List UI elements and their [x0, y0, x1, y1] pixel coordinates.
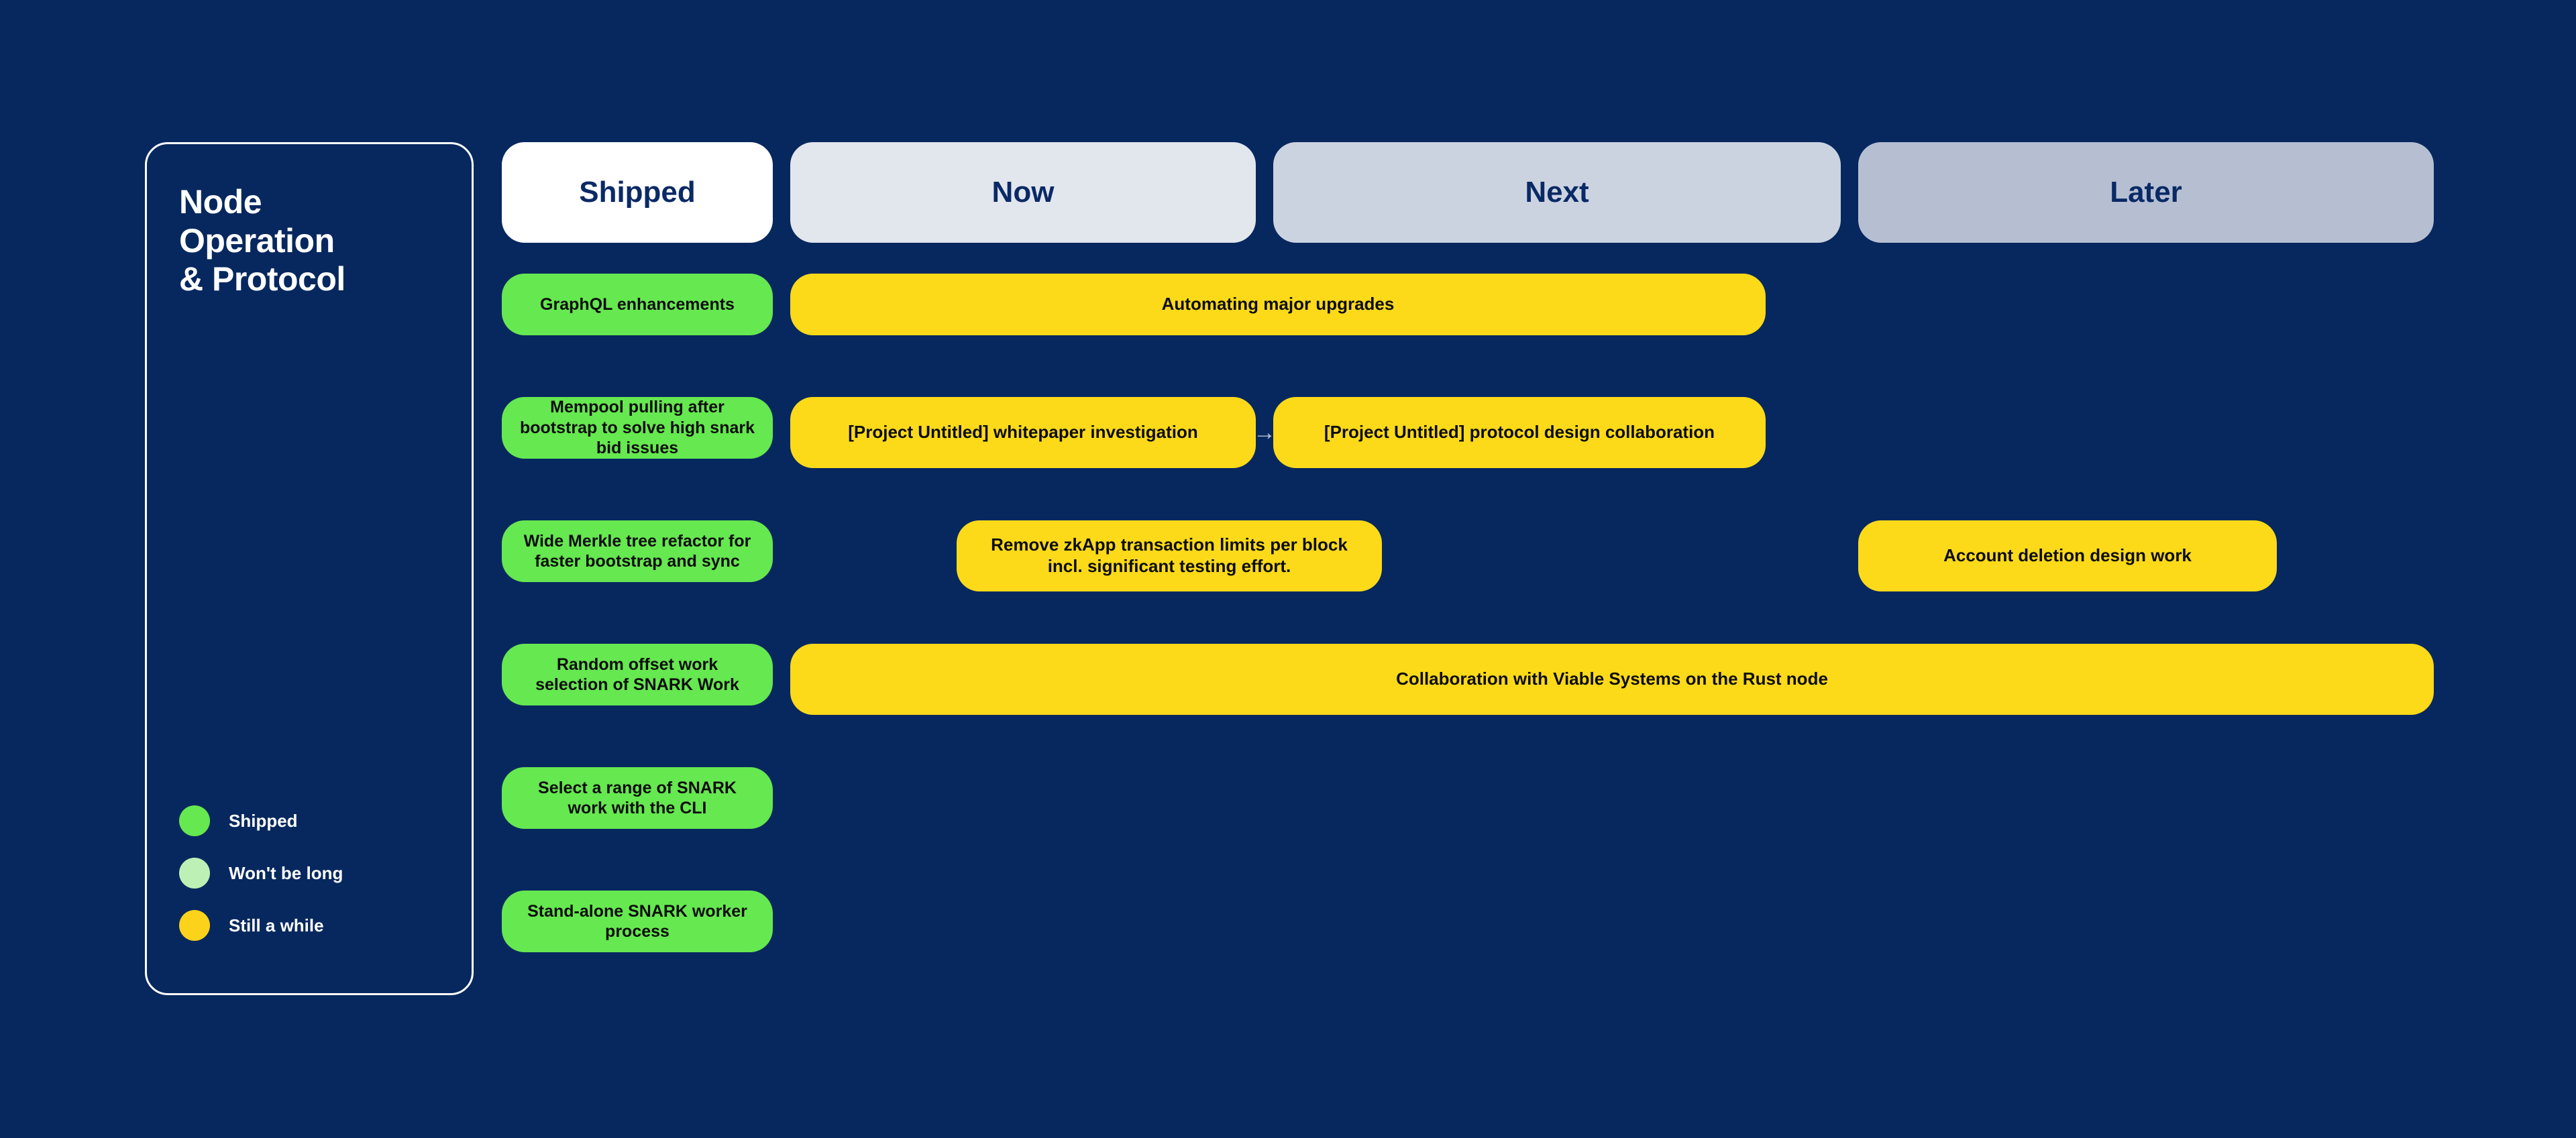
- legend-item-label: Still a while: [229, 915, 324, 935]
- page-title: Node Operation & Protocol: [179, 183, 345, 298]
- column-header-now[interactable]: Now: [790, 142, 1256, 243]
- arrow-right-icon: →: [1253, 420, 1276, 445]
- legend-item-still-a-while: Still a while: [179, 899, 447, 952]
- legend-item-label: Won't be long: [229, 862, 343, 883]
- legend-swatch-icon: [179, 858, 210, 889]
- column-header-next[interactable]: Next: [1273, 142, 1841, 243]
- roadmap-card[interactable]: Account deletion design work: [1858, 520, 2277, 591]
- roadmap-card[interactable]: Stand-alone SNARK worker process: [502, 891, 773, 952]
- legend-swatch-icon: [179, 910, 210, 941]
- column-header-later[interactable]: Later: [1858, 142, 2434, 243]
- roadmap-card[interactable]: Wide Merkle tree refactor for faster boo…: [502, 520, 773, 582]
- roadmap-card[interactable]: Collaboration with Viable Systems on the…: [790, 644, 2434, 715]
- legend-swatch-icon: [179, 805, 210, 836]
- roadmap-card[interactable]: Random offset work selection of SNARK Wo…: [502, 644, 773, 705]
- roadmap-card[interactable]: Automating major upgrades: [790, 274, 1766, 335]
- legend-item-won-t-be-long: Won't be long: [179, 847, 447, 899]
- legend-item-label: Shipped: [229, 810, 298, 831]
- column-header-shipped[interactable]: Shipped: [502, 142, 773, 243]
- roadmap-card[interactable]: Remove zkApp transaction limits per bloc…: [957, 520, 1382, 591]
- legend-item-shipped: Shipped: [179, 795, 447, 847]
- roadmap-card[interactable]: GraphQL enhancements: [502, 274, 773, 335]
- roadmap-card[interactable]: [Project Untitled] protocol design colla…: [1273, 397, 1766, 468]
- roadmap-card[interactable]: Mempool pulling after bootstrap to solve…: [502, 397, 773, 459]
- roadmap-card[interactable]: [Project Untitled] whitepaper investigat…: [790, 397, 1256, 468]
- roadmap-card[interactable]: Select a range of SNARK work with the CL…: [502, 767, 773, 829]
